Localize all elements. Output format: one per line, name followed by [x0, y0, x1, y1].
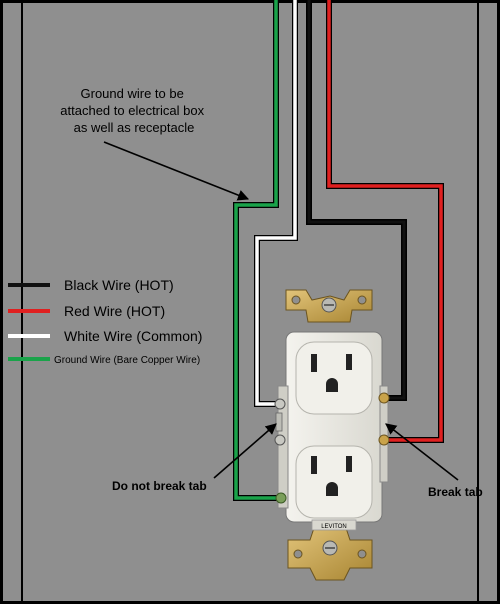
wire-legend: Black Wire (HOT) Red Wire (HOT) White Wi… [8, 277, 202, 366]
upper-hot-slot [346, 354, 352, 370]
brand-mark: LEVITON [321, 524, 347, 530]
green-ground-screw [275, 492, 287, 504]
receptacle-side-left [277, 385, 289, 509]
break-tab-label: Break tab [428, 485, 483, 499]
ground-note: Ground wire to be attached to electrical… [60, 86, 207, 135]
ground-note-line-2: attached to electrical box [60, 103, 204, 118]
upper-ground-hole [326, 378, 338, 392]
ground-note-arrow [103, 141, 250, 201]
black-wire [307, 0, 406, 400]
upper-outlet-face [295, 341, 373, 415]
duplex-receptacle: LEVITON [274, 331, 390, 531]
lower-hot-slot [346, 456, 352, 472]
legend-label-black: Black Wire (HOT) [64, 277, 174, 293]
neutral-side-tab [275, 412, 283, 432]
silver-terminal-screw-upper [274, 398, 286, 410]
upper-neutral-slot [311, 354, 317, 372]
do-not-break-tab-arrow [213, 423, 277, 479]
ground-wire [234, 0, 278, 500]
legend-label-ground: Ground Wire (Bare Copper Wire) [54, 355, 200, 366]
break-tab-arrow [385, 423, 459, 481]
ground-note-line-1: Ground wire to be [81, 86, 184, 101]
white-wire [255, 0, 297, 406]
bottom-mounting-strap [287, 527, 373, 581]
do-not-break-tab-label: Do not break tab [112, 479, 207, 493]
lower-outlet-face [295, 445, 373, 519]
brass-terminal-screw-lower [378, 434, 390, 446]
lower-ground-hole [326, 482, 338, 496]
ground-note-line-3: as well as receptacle [74, 120, 195, 135]
brass-terminal-screw-upper [378, 392, 390, 404]
brand-plate [311, 519, 357, 531]
silver-terminal-screw-lower [274, 434, 286, 446]
legend-label-white: White Wire (Common) [64, 328, 202, 344]
red-wire [327, 0, 443, 442]
legend-label-red: Red Wire (HOT) [64, 303, 165, 319]
top-mounting-strap [285, 289, 373, 323]
lower-neutral-slot [311, 456, 317, 474]
